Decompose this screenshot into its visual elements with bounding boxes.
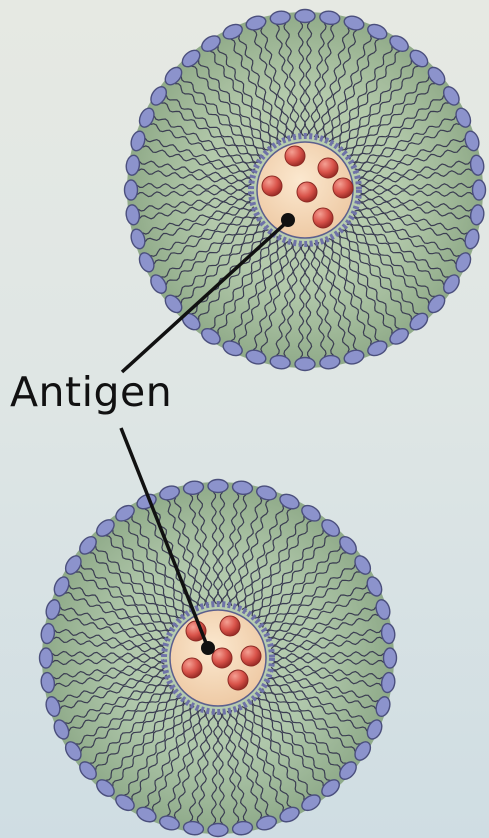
phospholipid-head-icon xyxy=(40,648,53,668)
antigen-particle-icon xyxy=(285,146,305,166)
antigen-particle-icon xyxy=(262,176,282,196)
phospholipid-head-icon xyxy=(208,480,228,493)
antigen-label: Antigen xyxy=(10,368,172,416)
upper-liposome xyxy=(125,10,486,371)
antigen-particle-icon xyxy=(212,648,232,668)
phospholipid-head-icon xyxy=(208,824,228,837)
antigen-particle-icon xyxy=(220,616,240,636)
antigen-particle-icon xyxy=(313,208,333,228)
antigen-particle-icon xyxy=(297,182,317,202)
pointer-dot-lower xyxy=(201,641,215,655)
lower-liposome xyxy=(40,480,397,837)
phospholipid-head-icon xyxy=(125,180,138,200)
antigen-particle-icon xyxy=(241,646,261,666)
antigen-particle-icon xyxy=(333,178,353,198)
phospholipid-head-icon xyxy=(384,648,397,668)
phospholipid-head-icon xyxy=(295,358,315,371)
phospholipid-head-icon xyxy=(473,180,486,200)
pointer-dot-upper xyxy=(281,213,295,227)
antigen-particle-icon xyxy=(228,670,248,690)
antigen-particle-icon xyxy=(182,658,202,678)
phospholipid-head-icon xyxy=(295,10,315,23)
antigen-particle-icon xyxy=(318,158,338,178)
